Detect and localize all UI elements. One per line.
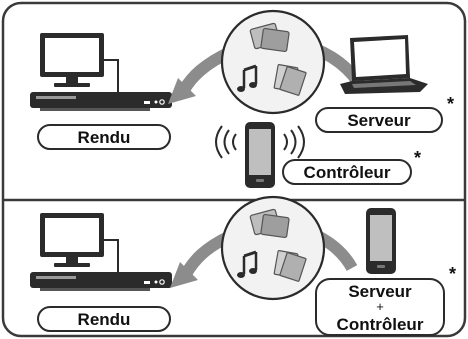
server-controller-badge [315, 278, 445, 336]
hdmi-cable [104, 239, 119, 272]
server-badge [315, 107, 443, 133]
video-file-icon [273, 64, 307, 96]
bluray-player-icon [30, 272, 172, 291]
photos-icon [249, 22, 290, 53]
video-file-icon [273, 250, 307, 282]
renderer-label: Rendu [78, 310, 131, 329]
media-bubble [220, 9, 326, 115]
combined-label-top: Serveur [348, 282, 412, 301]
photos-icon [249, 208, 290, 239]
renderer-badge [37, 306, 171, 332]
server-label: Serveur [347, 111, 411, 130]
bluray-player-icon [30, 92, 172, 111]
panel-top: Rendu [30, 9, 454, 188]
smartphone-icon [366, 208, 396, 274]
smartphone-icon [245, 122, 275, 188]
music-note-icon [237, 64, 258, 92]
combined-asterisk: * [449, 264, 456, 284]
combined-plus: + [376, 299, 384, 314]
laptop-icon [340, 35, 428, 94]
flow-arrow-head [170, 262, 198, 288]
media-bubble [220, 195, 326, 301]
flow-arrow-head [168, 78, 196, 104]
combined-label-bottom: Contrôleur [337, 315, 424, 334]
wifi-wave-icon [215, 125, 305, 159]
server-asterisk: * [447, 94, 454, 114]
renderer-label: Rendu [78, 128, 131, 147]
controller-badge [282, 159, 412, 185]
controller-asterisk: * [414, 148, 421, 168]
tv-icon [40, 33, 104, 87]
controller-label: Contrôleur [304, 163, 391, 182]
panel-bottom: Rendu [30, 195, 456, 336]
renderer-badge [37, 124, 171, 150]
hdmi-cable [104, 59, 119, 92]
music-note-icon [237, 250, 258, 278]
tv-icon [40, 213, 104, 267]
